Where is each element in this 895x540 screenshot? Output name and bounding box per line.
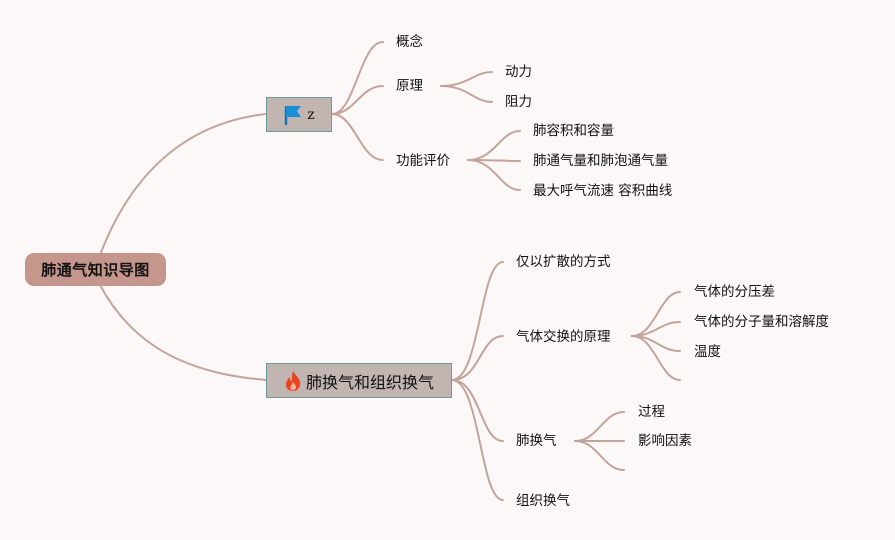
topic-tissue-exchange[interactable]: 组织换气 [516, 493, 570, 509]
topic-lung-exchange[interactable]: 肺换气 [516, 433, 557, 449]
connector-ep-4 [631, 335, 681, 381]
connector-eval-3 [467, 159, 521, 191]
subtopic-ventilation-volume[interactable]: 肺通气量和肺泡通气量 [533, 153, 668, 169]
topic-function-evaluation[interactable]: 功能评价 [396, 153, 450, 169]
root-title: 肺通气知识导图 [41, 261, 150, 279]
subtopic-molecular-weight[interactable]: 气体的分子量和溶解度 [694, 314, 829, 330]
connector-b1-eval [331, 113, 384, 161]
flag-icon [283, 104, 303, 126]
connector-principle-power [440, 71, 493, 87]
subtopic-partial-pressure[interactable]: 气体的分压差 [694, 284, 775, 300]
subtopic-resistance[interactable]: 阻力 [505, 94, 532, 110]
subtopic-process[interactable]: 过程 [638, 404, 665, 420]
branch-label: 肺换气和组织换气 [305, 372, 434, 392]
branch-label: z [307, 106, 315, 123]
fire-icon [284, 370, 302, 392]
connector-principle-resist [440, 85, 493, 103]
topic-principle[interactable]: 原理 [396, 78, 423, 94]
connector-b1-principle [331, 85, 384, 115]
connector-b2-lung [451, 379, 504, 442]
subtopic-influencing-factors[interactable]: 影响因素 [638, 433, 692, 449]
connector-eval-1 [467, 130, 521, 161]
connector-root-branch1 [99, 113, 267, 256]
branch-node-z[interactable]: z [266, 97, 332, 132]
root-node[interactable]: 肺通气知识导图 [25, 253, 166, 286]
topic-diffusion-only[interactable]: 仅以扩散的方式 [516, 254, 611, 270]
subtopic-temperature[interactable]: 温度 [694, 344, 721, 360]
connector-le-3 [574, 440, 625, 471]
connector-root-branch2 [99, 284, 267, 381]
connector-b1-concept [331, 41, 384, 115]
branch-node-gas-exchange[interactable]: 肺换气和组织换气 [266, 363, 452, 398]
connector-b2-tissue [451, 379, 504, 501]
subtopic-flow-volume-curve[interactable]: 最大呼气流速 容积曲线 [533, 183, 673, 199]
connector-b2-diffusion [451, 261, 504, 381]
topic-exchange-principle[interactable]: 气体交换的原理 [516, 329, 611, 345]
connector-b2-principle [451, 335, 504, 381]
subtopic-lung-volume[interactable]: 肺容积和容量 [533, 123, 614, 139]
subtopic-power[interactable]: 动力 [505, 64, 532, 80]
connector-le-1 [574, 411, 625, 442]
topic-concept[interactable]: 概念 [396, 34, 423, 50]
